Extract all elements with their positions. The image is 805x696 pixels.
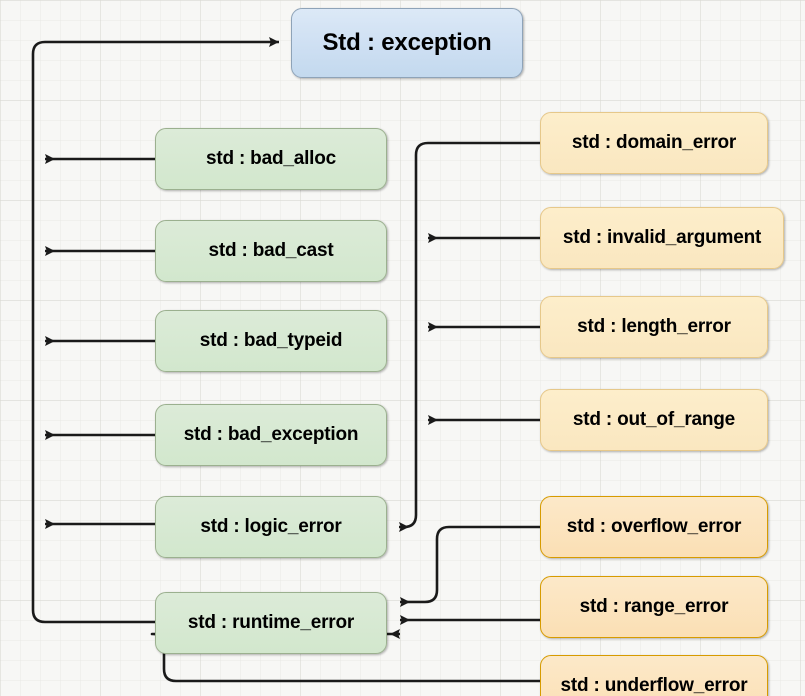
node-bad-alloc[interactable]: std : bad_alloc (155, 128, 387, 190)
node-bad-cast[interactable]: std : bad_cast (155, 220, 387, 282)
node-length-error[interactable]: std : length_error (540, 296, 768, 358)
edge-runtime-error-to-trunk (31, 609, 155, 624)
node-overflow-error[interactable]: std : overflow_error (540, 496, 768, 558)
node-bad-exception[interactable]: std : bad_exception (155, 404, 387, 466)
edge-domain-error-to-trunk (414, 141, 540, 156)
edge-trunk-to-exception (31, 37, 279, 55)
node-invalid-argument[interactable]: std : invalid_argument (540, 207, 784, 269)
edge-trunk-middle-to-logic-error (399, 514, 418, 532)
node-bad-typeid[interactable]: std : bad_typeid (155, 310, 387, 372)
node-logic-error[interactable]: std : logic_error (155, 496, 387, 558)
node-underflow-error[interactable]: std : underflow_error (540, 655, 768, 696)
node-domain-error[interactable]: std : domain_error (540, 112, 768, 174)
node-out-of-range[interactable]: std : out_of_range (540, 389, 768, 451)
node-range-error[interactable]: std : range_error (540, 576, 768, 638)
node-exception[interactable]: Std : exception (291, 8, 523, 78)
node-runtime-error[interactable]: std : runtime_error (155, 592, 387, 654)
edge-overflow-error-to-runtime-error (400, 525, 540, 607)
